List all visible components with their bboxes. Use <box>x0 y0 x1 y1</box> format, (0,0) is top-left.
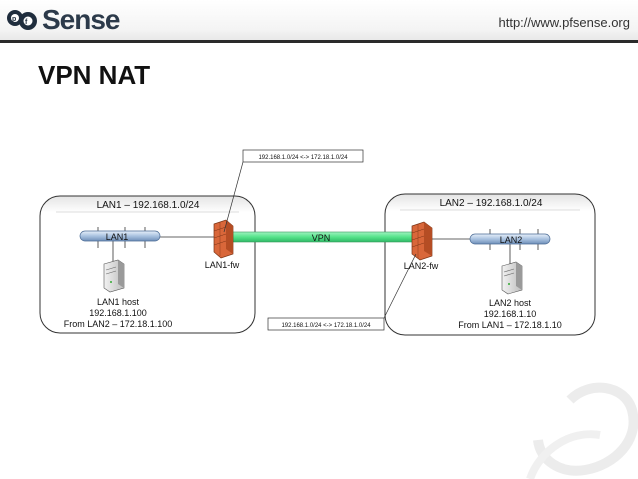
lan2-firewall-label: LAN2-fw <box>404 261 439 271</box>
lan1-switch-label: LAN1 <box>106 232 129 242</box>
lan1-switch: LAN1 <box>79 227 216 262</box>
lan2-host-name: LAN2 host <box>489 298 532 308</box>
lan2-switch-bar <box>469 233 551 245</box>
lan2-host-ip: 192.168.1.10 <box>484 309 537 319</box>
vpn-tunnel: VPN <box>231 231 413 243</box>
server-icon <box>103 259 125 293</box>
header-divider <box>0 40 638 43</box>
lan1-host-ip: 192.168.1.100 <box>89 308 147 318</box>
lan2-host-nat: From LAN1 – 172.18.1.10 <box>458 320 562 330</box>
callout-lan1-nat: 192.168.1.0/24 <-> 172.18.1.0/24 <box>223 149 364 233</box>
lan1-firewall: LAN1-fw <box>205 219 240 270</box>
lan2-switch-label: LAN2 <box>500 235 523 245</box>
callout-lan2-nat: 192.168.1.0/24 <-> 172.18.1.0/24 <box>267 253 417 331</box>
firewall-icon <box>411 221 433 261</box>
site-lan1: LAN1 – 192.168.1.0/24 <box>39 195 256 334</box>
lan1-switch-bar <box>79 230 161 242</box>
lan1-host-name: LAN1 host <box>97 297 140 307</box>
lan2-switch: LAN2 <box>432 229 551 264</box>
vpn-tunnel-label: VPN <box>312 233 331 243</box>
header-bar: f p Sense http://www.pfsense.org <box>0 0 638 42</box>
lan1-host: LAN1 host 192.168.1.100 From LAN2 – 172.… <box>64 259 173 329</box>
slide-title: VPN NAT <box>38 60 151 90</box>
callout-lan2-box <box>267 317 385 331</box>
header-url[interactable]: http://www.pfsense.org <box>498 15 630 30</box>
svg-text:f: f <box>25 19 28 26</box>
pf-logo-icon: f p <box>7 10 37 30</box>
callout-lan2-text: 192.168.1.0/24 <-> 172.18.1.0/24 <box>281 323 371 329</box>
pfsense-logo: f p Sense <box>6 4 120 35</box>
background-watermark <box>526 382 638 479</box>
svg-text:p: p <box>12 16 16 23</box>
firewall-icon <box>213 219 234 259</box>
site-lan1-title: LAN1 – 192.168.1.0/24 <box>97 200 200 211</box>
lan2-firewall: LAN2-fw <box>404 221 439 271</box>
site-lan2-title: LAN2 – 192.168.1.0/24 <box>440 198 543 209</box>
lan2-host: LAN2 host 192.168.1.10 From LAN1 – 172.1… <box>458 261 562 330</box>
lan1-firewall-label: LAN1-fw <box>205 260 240 270</box>
site-lan2: LAN2 – 192.168.1.0/24 <box>384 193 596 336</box>
lan1-host-nat: From LAN2 – 172.18.1.100 <box>64 319 173 329</box>
logo-wordmark: Sense <box>42 4 120 35</box>
site-lan2-box <box>384 193 596 336</box>
callout-lan1-box <box>242 149 364 163</box>
site-lan1-box <box>39 195 256 334</box>
server-icon <box>501 261 523 295</box>
callout-lan1-text: 192.168.1.0/24 <-> 172.18.1.0/24 <box>258 155 348 161</box>
